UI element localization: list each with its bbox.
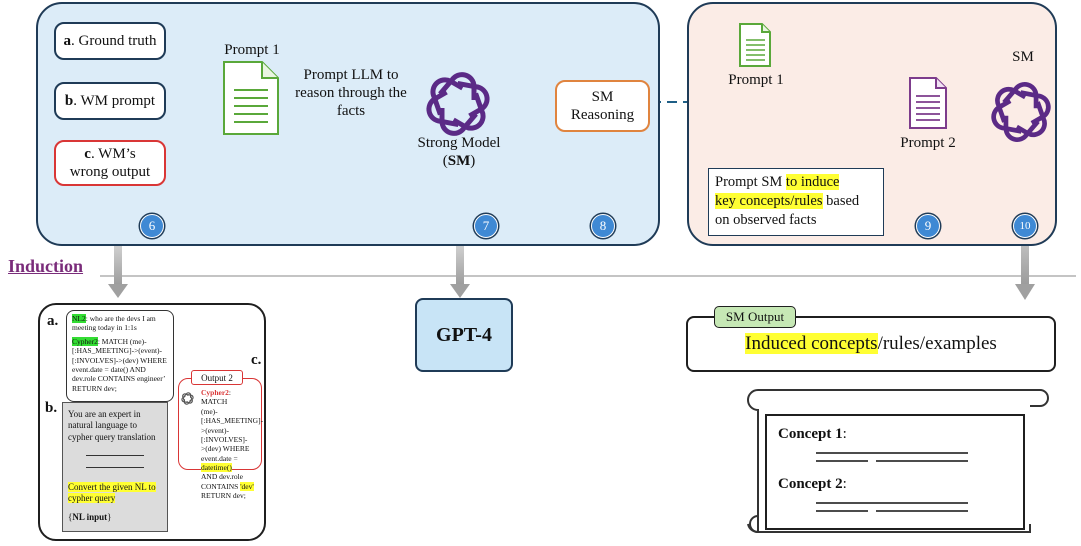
induce-l2-post: based [822, 192, 860, 209]
output-line-8-highlight: 'dev' [240, 481, 254, 491]
output-cypher-tag: Cypher2 [201, 388, 229, 397]
output-line-7: AND dev.role [201, 472, 244, 482]
output-openai-icon [181, 392, 194, 405]
reason-instruction: Prompt LLM to reason through the facts [282, 66, 420, 120]
nl-input-close: } [107, 512, 112, 523]
concept-scroll-icon [747, 389, 1049, 534]
concept-2-rules [816, 502, 968, 512]
prompt-line-1: You are an expert in [68, 409, 141, 419]
convert-instruction: Convert the given NL to cypher query [68, 481, 156, 503]
reason-line-2: reason through the [295, 85, 407, 101]
sm-paren-close: ) [470, 153, 476, 169]
gpt4-box: GPT-4 [415, 298, 513, 372]
sm-output-box: Induced concepts/rules/examples [686, 316, 1056, 372]
sm-reasoning-line2: Reasoning [570, 107, 635, 123]
example-nl-cypher-card: NL2: who are the devs I am meeting today… [66, 310, 174, 402]
induce-l3: on observed facts [715, 211, 817, 228]
output-line-6-highlight: datetime() [201, 463, 232, 472]
input-b-letter: b [64, 93, 74, 109]
input-a-text: . Ground truth [71, 33, 157, 49]
reason-line-1: Prompt LLM to [303, 67, 399, 83]
cypher-tag: Cypher2 [72, 336, 98, 346]
input-c-text1: . WM’s [90, 146, 136, 162]
right-prompt1-label: Prompt 1 [728, 72, 784, 88]
prompt-line-2: natural language to [68, 420, 137, 431]
prompt-rule-2 [86, 466, 144, 468]
strong-model-line1: Strong Model [417, 135, 501, 151]
sm-reasoning-line1: SM [591, 89, 614, 105]
induction-section-label: Induction [8, 256, 84, 276]
induce-instruction-box: Prompt SM to induce key concepts/rules b… [708, 168, 884, 236]
concept-2: Concept 2: [778, 476, 847, 493]
right-sm-label: SM [1012, 49, 1034, 65]
openai-logo-icon [426, 72, 490, 136]
output-line-8-pre: CONTAINS [201, 481, 241, 491]
drop-arrow-6 [108, 227, 128, 298]
example-a-label: a. [47, 313, 59, 329]
induce-l1-pre: Prompt SM [715, 174, 786, 190]
input-ground-truth: a. Ground truth [54, 22, 166, 60]
prompt-line-3: cypher query translation [68, 431, 156, 442]
right-openai-logo-icon [991, 82, 1051, 142]
prompt-rule-1 [86, 454, 144, 456]
reason-line-3: facts [336, 103, 366, 119]
concept-1-label: Concept 1 [778, 426, 843, 442]
right-prompt1-document-icon [739, 23, 771, 67]
concept-2-label: Concept 2 [778, 476, 843, 492]
output-line-2: (me)- [201, 406, 218, 416]
cypher-text: : MATCH (me)-[:HAS_MEETING]->(event)-[:I… [72, 336, 167, 393]
output-line-5: >(dev) WHERE [201, 444, 250, 454]
prompt1-label: Prompt 1 [224, 42, 280, 58]
nl2-tag: NL2 [72, 314, 86, 323]
prompt2-label: Prompt 2 [900, 135, 956, 151]
nl-input-bold: NL input [72, 512, 108, 523]
nl2-text: : who are the devs I am meeting today in… [72, 314, 156, 333]
example-b-label: b. [45, 400, 58, 416]
strong-model-label: Strong Model (SM) [404, 134, 514, 170]
output-line-3: [:HAS_MEETING]- [201, 416, 264, 426]
concept-1-colon: : [842, 426, 847, 442]
output2-tag: Output 2 [191, 370, 243, 385]
concept-2-colon: : [842, 476, 847, 492]
input-wm-prompt: b. WM prompt [54, 82, 166, 120]
sm-reasoning-box: SM Reasoning [555, 80, 650, 132]
input-a-letter: a [63, 33, 72, 49]
sm-output-rest: /rules/examples [877, 333, 997, 354]
step-7-badge: 7 [474, 214, 498, 238]
output2-card: Cypher2: MATCH (me)- [:HAS_MEETING]- >(e… [178, 378, 264, 500]
prompt1-document-icon [223, 61, 279, 135]
output-line-6-pre: event.date = [201, 453, 238, 463]
input-c-letter: c [84, 146, 91, 162]
sm-output-highlight: Induced concepts [745, 333, 878, 354]
concept-1-rules [816, 452, 968, 462]
step-10-badge: 10 [1013, 214, 1037, 238]
sm-bold: SM [447, 153, 471, 169]
example-c-label: c. [251, 352, 262, 368]
induce-l1-highlight: to induce [785, 174, 840, 190]
input-b-text: . WM prompt [73, 93, 156, 109]
drop-arrow-7 [450, 227, 470, 298]
step-8-badge: 8 [591, 214, 615, 238]
output-line-9: RETURN dev; [201, 491, 246, 501]
concept-1: Concept 1: [778, 426, 847, 443]
prompt2-document-icon [909, 77, 947, 129]
sm-output-tag: SM Output [714, 306, 796, 328]
induce-l2-highlight: key concepts/rules [715, 192, 823, 209]
input-wm-wrong-output: c. WM’s wrong output [54, 140, 166, 186]
output-line-1: : MATCH [201, 388, 232, 407]
step-9-badge: 9 [916, 214, 940, 238]
input-c-text2: wrong output [69, 164, 151, 180]
sm-paren-open: ( [442, 153, 448, 169]
nl-input-open: { [68, 512, 73, 523]
step-6-badge: 6 [140, 214, 164, 238]
example-prompt-doc: You are an expert in natural language to… [62, 402, 168, 532]
output-line-4: >(event)-[:INVOLVES]- [201, 425, 248, 444]
